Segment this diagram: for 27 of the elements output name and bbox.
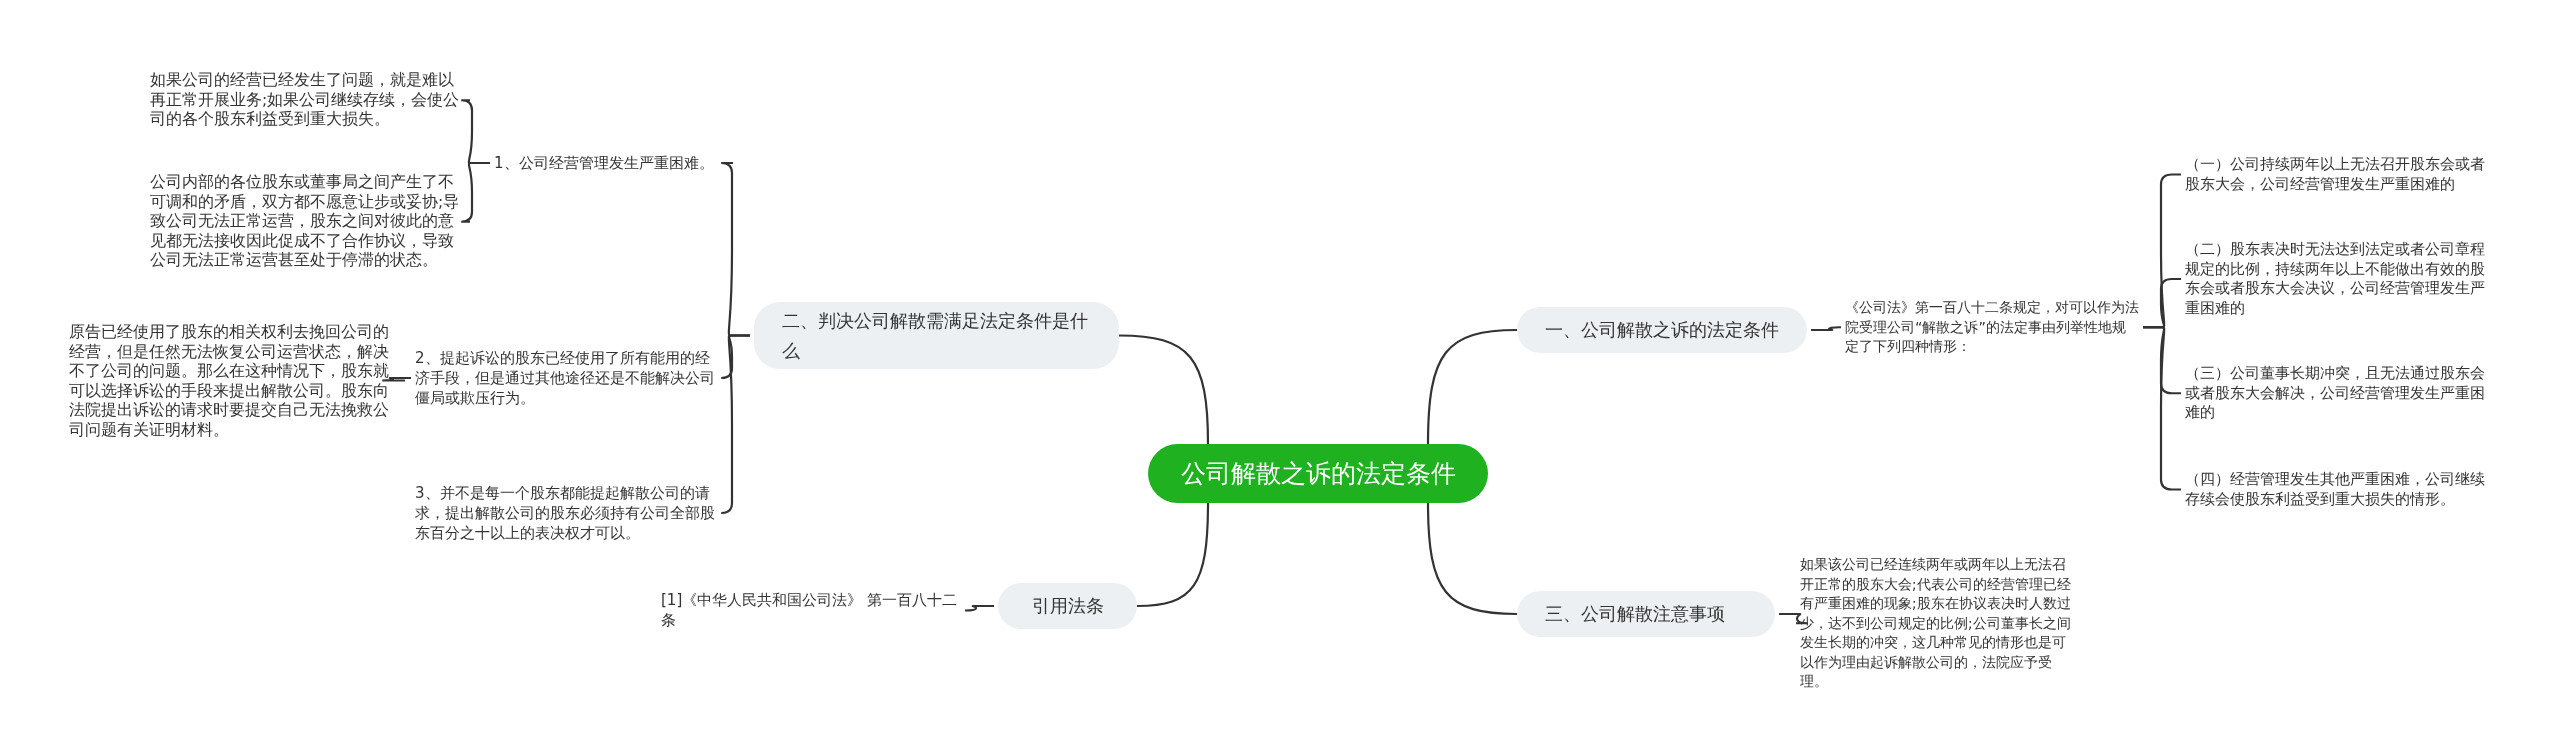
subtopic-text: （三）公司董事长期冲突，且无法通过股东会或者股东大会解决，公司经营管理发生严重困难的	[2185, 364, 2491, 423]
topic-box: 引用法条	[998, 583, 1137, 629]
subtopic-text: 公司内部的各位股东或董事局之间产生了不可调和的矛盾，双方都不愿意让步或妥协;导致公司无法正常运营，股东之间对彼此的意见都无法接收因此促成不了合作协议，导致公司无法正常运营甚至处于停滞的状态。	[150, 173, 466, 271]
connector-line	[460, 161, 490, 223]
subtopic-text: 《公司法》第一百八十二条规定，对可以作为法院受理公司“解散之诉”的法定事由列举性地规定了下列四种情形：	[1845, 298, 2139, 357]
topic-box: 一、公司解散之诉的法定条件	[1517, 307, 1807, 353]
subtopic-text: 1、公司经营管理发生严重困难。	[494, 153, 729, 173]
topic-box: 三、公司解散注意事项	[1517, 591, 1775, 637]
root-topic: 公司解散之诉的法定条件	[1148, 444, 1488, 503]
subtopic-text: 2、提起诉讼的股东已经使用了所有能用的经济手段，但是通过其他途径还是不能解决公司僵局或欺压行为。	[415, 348, 721, 408]
subtopic-text: 原告已经使用了股东的相关权利去挽回公司的经营，但是任然无法恢复公司运营状态，解决不了公司的问题。那么在这种情况下，股东就可以选择诉讼的手段来提出解散公司。股东向法院提出诉讼的请求时要提交自己无法挽救公司问题有关证明材料。	[69, 322, 401, 439]
connector-line	[1136, 503, 1210, 608]
subtopic-text: （四）经营管理发生其他严重困难，公司继续存续会使股东利益受到重大损失的情形。	[2185, 470, 2491, 509]
subtopic-text: （一）公司持续两年以上无法召开股东会或者股东大会，公司经营管理发生严重困难的	[2185, 155, 2491, 194]
subtopic-text: （二）股东表决时无法达到法定或者公司章程规定的比例，持续两年以上不能做出有效的股东会或者股东大会决议，公司经营管理发生严重困难的	[2185, 240, 2491, 318]
connector-line	[964, 604, 994, 612]
connector-line	[381, 376, 411, 382]
connector-line	[1811, 326, 1841, 332]
connector-line	[1426, 328, 1518, 444]
connector-line	[1426, 502, 1518, 616]
subtopic-text: 3、并不是每一个股东都能提起解散公司的请求，提出解散公司的股东必须持有公司全部股东百分之十以上的表决权才可以。	[415, 483, 721, 543]
subtopic-text: 如果公司的经营已经发生了问题，就是难以再正常开展业务;如果公司继续存续，会使公司的各个股东利益受到重大损失。	[150, 71, 466, 130]
subtopic-text: [1]《中华人民共和国公司法》 第一百八十二条	[661, 591, 961, 630]
connector-line	[720, 334, 750, 515]
connector-line	[1118, 334, 1210, 445]
topic-box: 二、判决公司解散需满足法定条件是什么	[754, 302, 1119, 369]
connector-line	[1779, 612, 1809, 625]
